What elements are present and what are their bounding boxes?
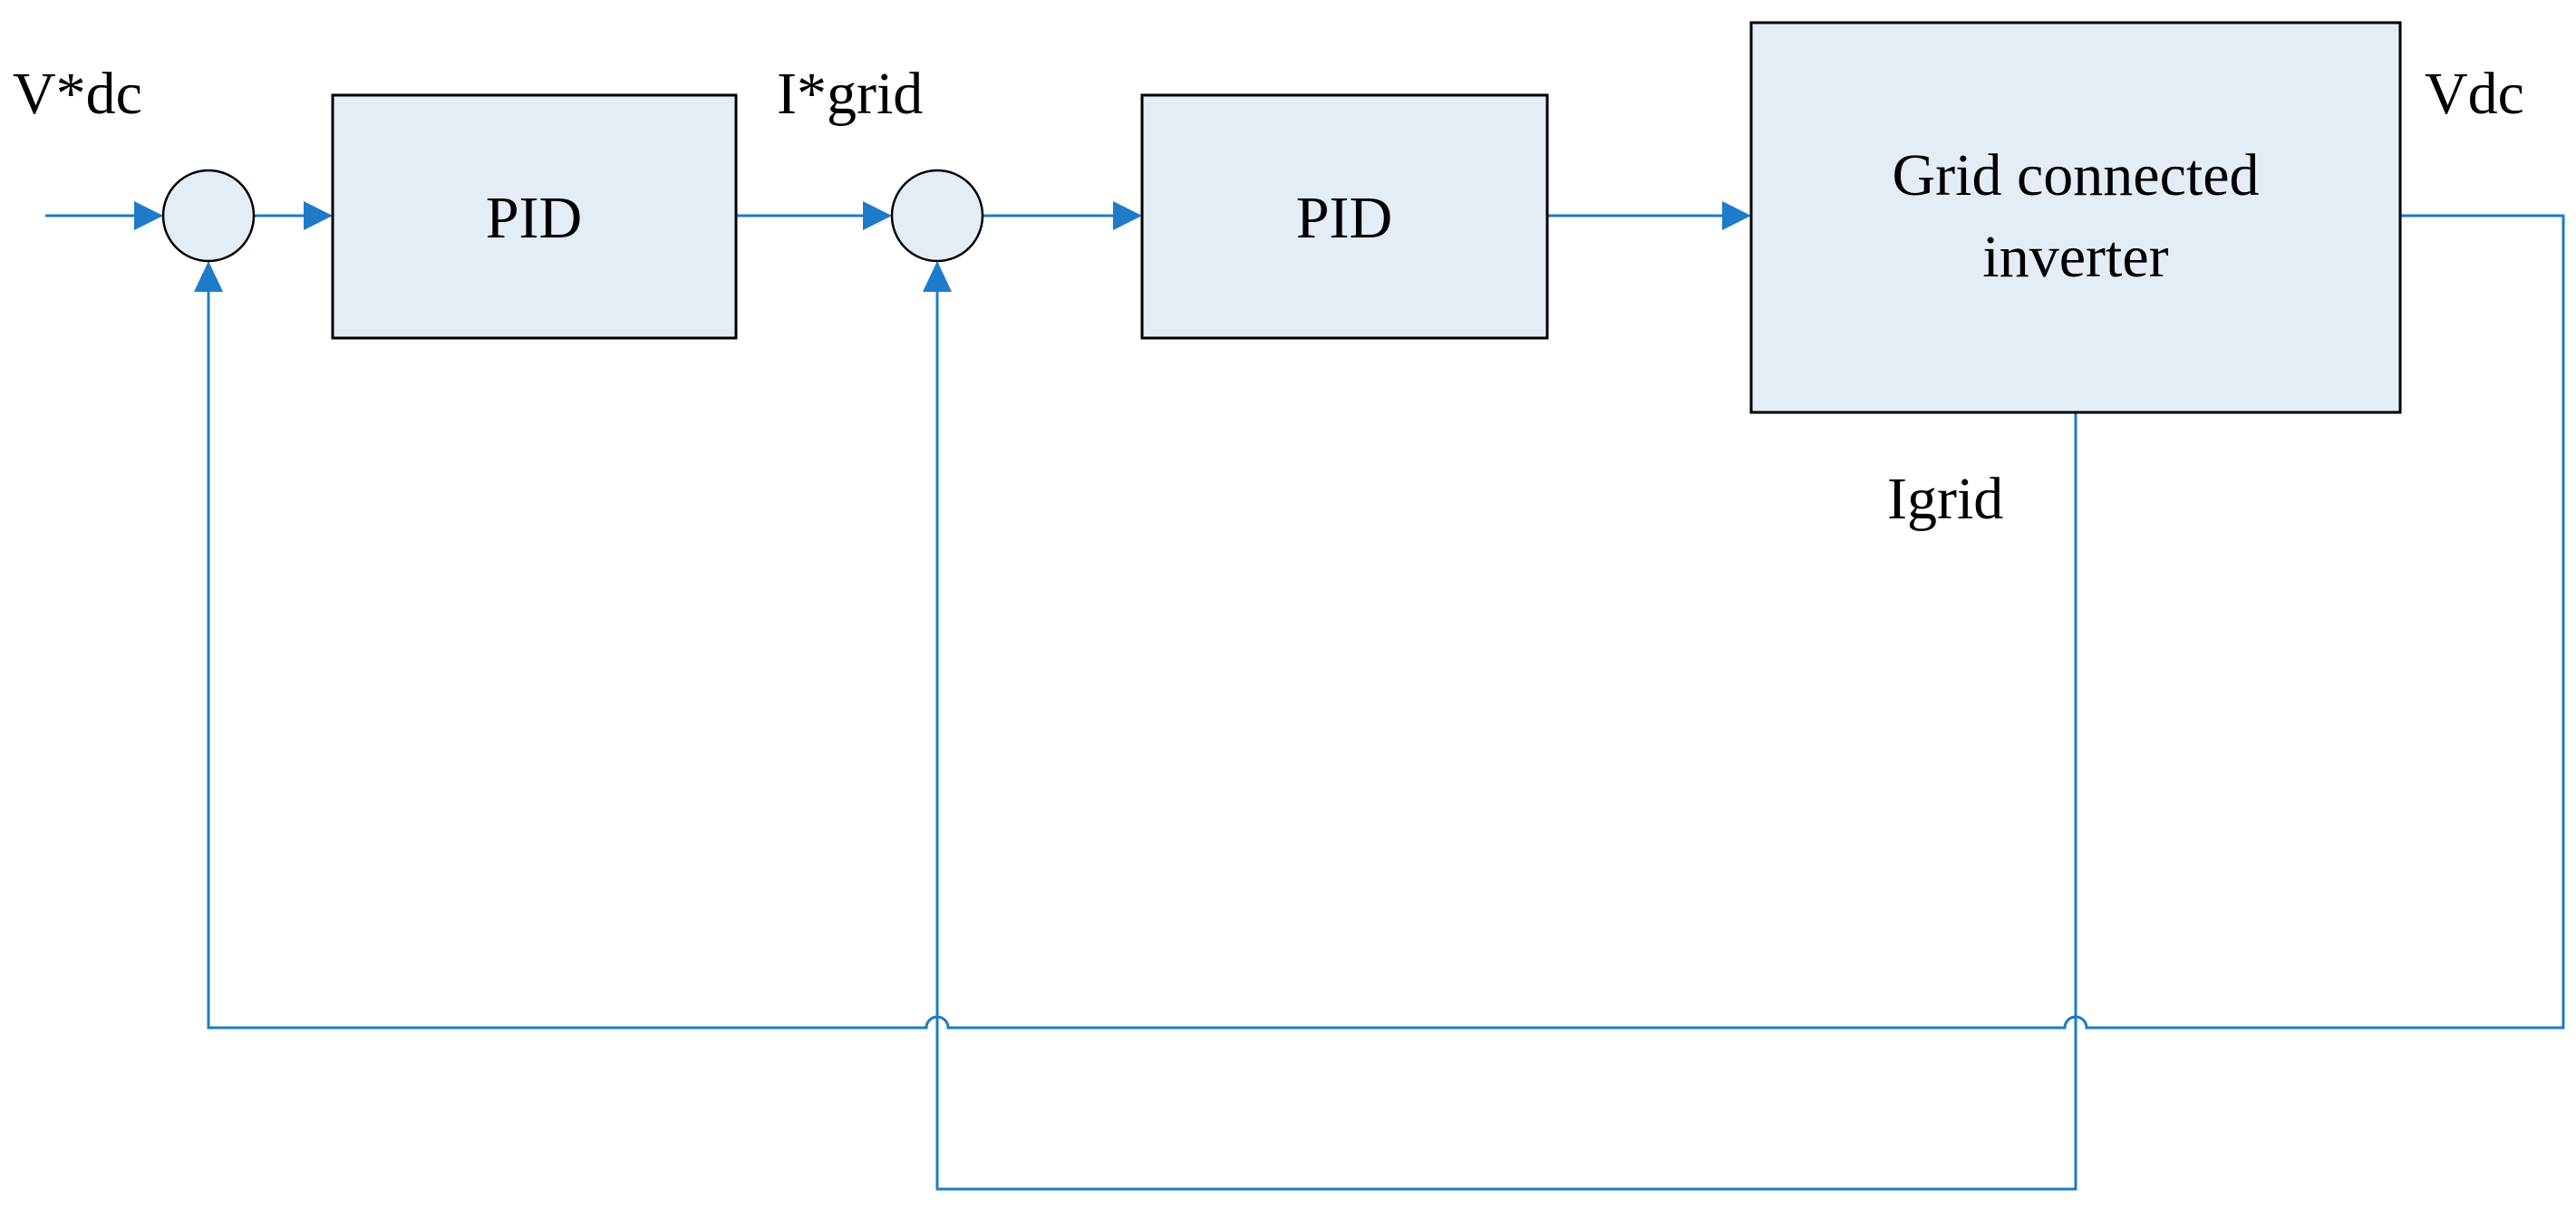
vdc-feedback-wire [207,214,2565,1030]
arrow-igrid-feedback-into-sum2 [923,261,952,292]
summing-junction-inner [890,169,984,263]
inverter-block [1749,21,2402,414]
pid-outer-block [331,93,738,340]
arrow-into-pid-outer [304,201,333,230]
arrow-vdc-feedback-into-sum1 [194,261,223,292]
arrow-into-sum1 [134,201,163,230]
arrow-into-pid-inner [1113,201,1142,230]
vdc-label: Vdc [2425,61,2524,127]
pid-outer-label: PID [486,185,582,251]
inverter-label-line1: Grid connected [1893,142,2260,208]
igrid-feedback-wire [935,288,2077,1191]
igrid-ref-label: I*grid [777,61,923,127]
summing-junction-outer [161,169,256,263]
inverter-label-line2: inverter [1982,224,2168,290]
arrow-into-sum2 [863,201,892,230]
arrow-into-inverter [1722,201,1751,230]
igrid-label: Igrid [1887,466,2003,532]
pid-inner-label: PID [1296,185,1392,251]
pid-inner-block [1140,93,1549,340]
vdc-ref-label: V*dc [13,61,142,127]
